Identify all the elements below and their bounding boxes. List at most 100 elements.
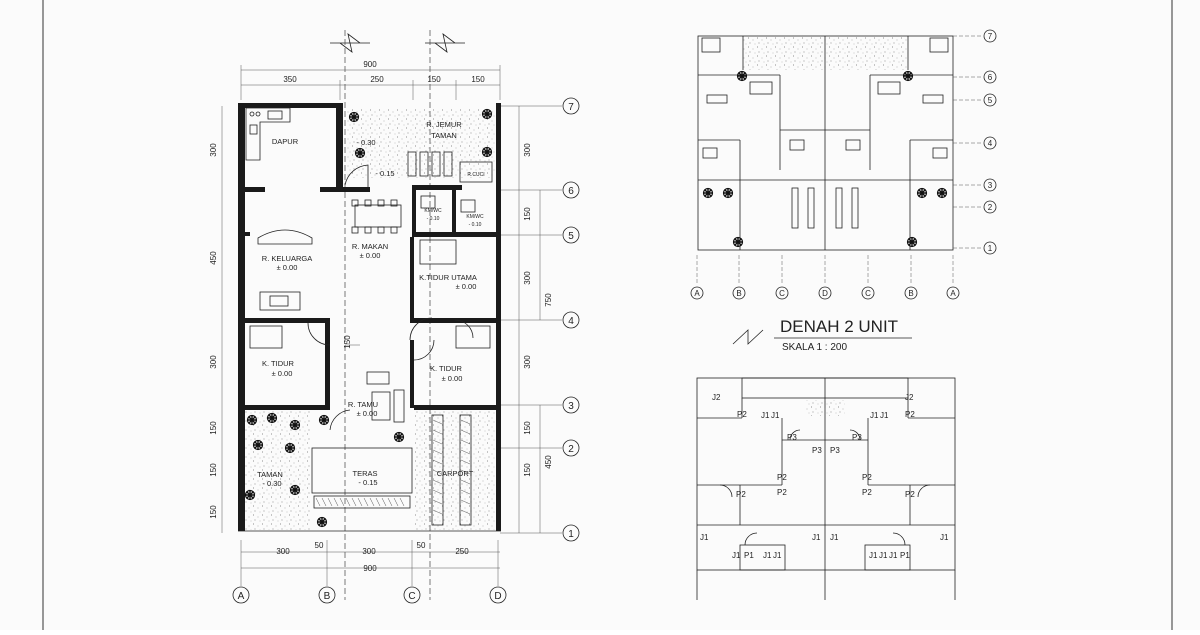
p2-col-c-left: C [779,289,785,298]
room-jemur: R. JEMUR [426,120,462,129]
room-kmwc-2-elev: - 0.10 [469,222,482,228]
dim-bottom-2: 50 [315,541,324,550]
garden-front-texture [242,410,310,530]
room-keluarga: R. KELUARGA [262,254,312,263]
room-tidur-2-elev: ± 0.00 [442,374,463,383]
dim-bottom-1: 300 [276,547,290,556]
grid-row-5: 5 [568,231,574,242]
break-line-2 [425,33,465,53]
room-keluarga-elev: ± 0.00 [277,263,298,272]
tag-j1-e: J1 [700,533,709,542]
p2-col-a-right: A [950,289,956,298]
plan2-grid-rows: 7 6 5 4 3 2 1 [953,29,997,255]
dim-bottom-3: 300 [362,547,376,556]
p2-row-5: 5 [988,96,993,105]
grid-row-3: 3 [568,401,574,412]
tag-p3-c: P3 [812,446,822,455]
room-teras: TERAS [352,469,377,478]
dim-bottom-4: 50 [417,541,426,550]
floor-plan-single-unit: 900 350 250 150 150 7 6 5 4 3 2 1 300 15… [209,30,580,604]
room-taman-elev: - 0.30 [262,479,281,488]
room-taman-top: TAMAN [431,131,457,140]
room-taman: TAMAN [257,470,283,479]
grid-row-7: 7 [568,102,574,113]
grid-col-b: B [324,591,331,602]
tag-j1-i: J1 [732,551,741,560]
jemur-racks [407,151,493,183]
tag-p2-a: P2 [737,410,747,419]
dim-right-4: 300 [523,355,532,369]
tag-j2-right: J2 [905,393,914,402]
tag-j1-g: J1 [812,533,821,542]
plan2-scale: SKALA 1 : 200 [782,342,847,353]
tag-j1-l: J1 [869,551,878,560]
door-swings [307,164,474,431]
tag-j1-m: J1 [879,551,888,560]
tag-j2-left: J2 [712,393,721,402]
tag-p2-h: P2 [905,490,915,499]
bed-1 [249,325,283,349]
grid-col-c: C [408,591,415,602]
dining-table [351,199,402,234]
dim-left-4: 150 [209,421,218,435]
p2-col-b-right: B [908,289,913,298]
p2-row-2: 2 [988,203,993,212]
dim-right-5: 150 [523,421,532,435]
tag-p2-g: P2 [736,490,746,499]
grid-row-6: 6 [568,186,574,197]
dim-top-2: 250 [370,75,384,84]
dim-right-6: 150 [523,463,532,477]
tag-p2-c: P2 [777,473,787,482]
dim-bottom-5: 250 [455,547,469,556]
tag-p1-a: P1 [744,551,754,560]
tag-p3-d: P3 [830,446,840,455]
dim-right-1: 300 [523,143,532,157]
p2-row-3: 3 [988,181,993,190]
grid-col-a: A [238,591,245,602]
p2-col-c-right: C [865,289,871,298]
dim-right-3: 300 [523,271,532,285]
tag-j1-d: J1 [880,411,889,420]
planter-strip [313,495,411,509]
carport-tracks [431,414,472,526]
room-kmwc-2: KM/WC [466,214,484,220]
grid-rows: 7 6 5 4 3 2 1 [500,97,580,542]
garden-top-texture [345,108,499,178]
room-tidur-1: K. TIDUR [262,359,295,368]
room-kmwc-1-elev: - 0.10 [427,216,440,222]
tag-p3-b: P3 [852,433,862,442]
grid-row-2: 2 [568,444,574,455]
dim-left-5: 150 [209,463,218,477]
tag-j1-f: J1 [940,533,949,542]
carport-texture [414,410,498,530]
plan2-grid-columns: A B C D C B A [690,255,960,300]
room-makan: R. MAKAN [352,242,388,251]
tag-j1-j: J1 [763,551,772,560]
grid-columns: A B C D [232,540,507,604]
tag-j1-a: J1 [761,411,770,420]
tag-j1-c: J1 [870,411,879,420]
room-tamu-elev: ± 0.00 [357,409,378,418]
tag-p2-b: P2 [905,410,915,419]
room-r-cuci: R.CUCI [467,172,484,178]
grid-row-1: 1 [568,529,574,540]
p2-col-a-left: A [694,289,700,298]
p2-row-1: 1 [988,244,993,253]
dim-right-total-750: 750 [544,293,553,307]
title-break-symbol [732,329,764,345]
bed-2 [455,325,491,349]
p2-row-6: 6 [988,73,993,82]
dim-top-1: 350 [283,75,297,84]
room-tidur-2: K. TIDUR [430,364,463,373]
grid-col-d: D [494,591,501,602]
dim-top-total: 900 [363,60,377,69]
tag-j1-b: J1 [771,411,780,420]
floor-plan-two-units: 7 6 5 4 3 2 1 A B C D C B A DENAH 2 U [690,29,997,353]
room-tidur-utama: K.TIDUR UTAMA [419,273,477,282]
room-dapur: DAPUR [272,137,299,146]
plan2-title: DENAH 2 UNIT [780,317,898,336]
dim-bottom-total: 900 [363,564,377,573]
p2-col-d: D [822,289,828,298]
master-bed [419,239,457,265]
